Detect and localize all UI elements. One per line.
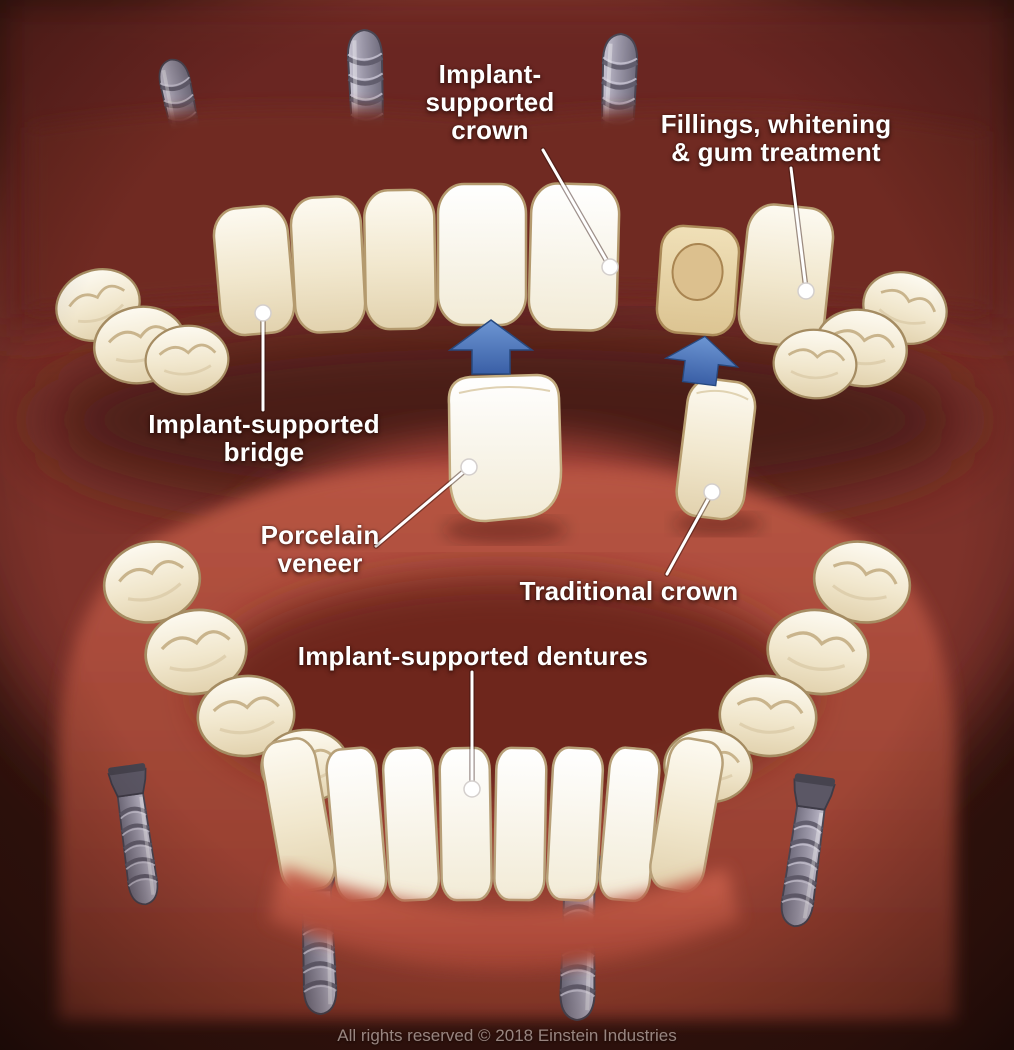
marker-dot-fillings xyxy=(797,282,815,300)
marker-dot-implant-crown xyxy=(601,258,619,276)
marker-dot-veneer xyxy=(460,458,478,476)
marker-dot-crown xyxy=(703,483,721,501)
leader-lines xyxy=(254,147,815,798)
leader-line-veneer xyxy=(374,466,470,548)
marker-dot-bridge xyxy=(254,304,272,322)
leader-line-crown xyxy=(665,492,713,576)
leader-line-implant-crown xyxy=(541,148,611,267)
up-arrow-right xyxy=(663,335,740,387)
up-arrow-left xyxy=(447,319,535,375)
copyright-text: All rights reserved © 2018 Einstein Indu… xyxy=(337,1026,677,1045)
marker-dot-dentures xyxy=(463,780,481,798)
leader-line-fillings xyxy=(789,166,808,291)
